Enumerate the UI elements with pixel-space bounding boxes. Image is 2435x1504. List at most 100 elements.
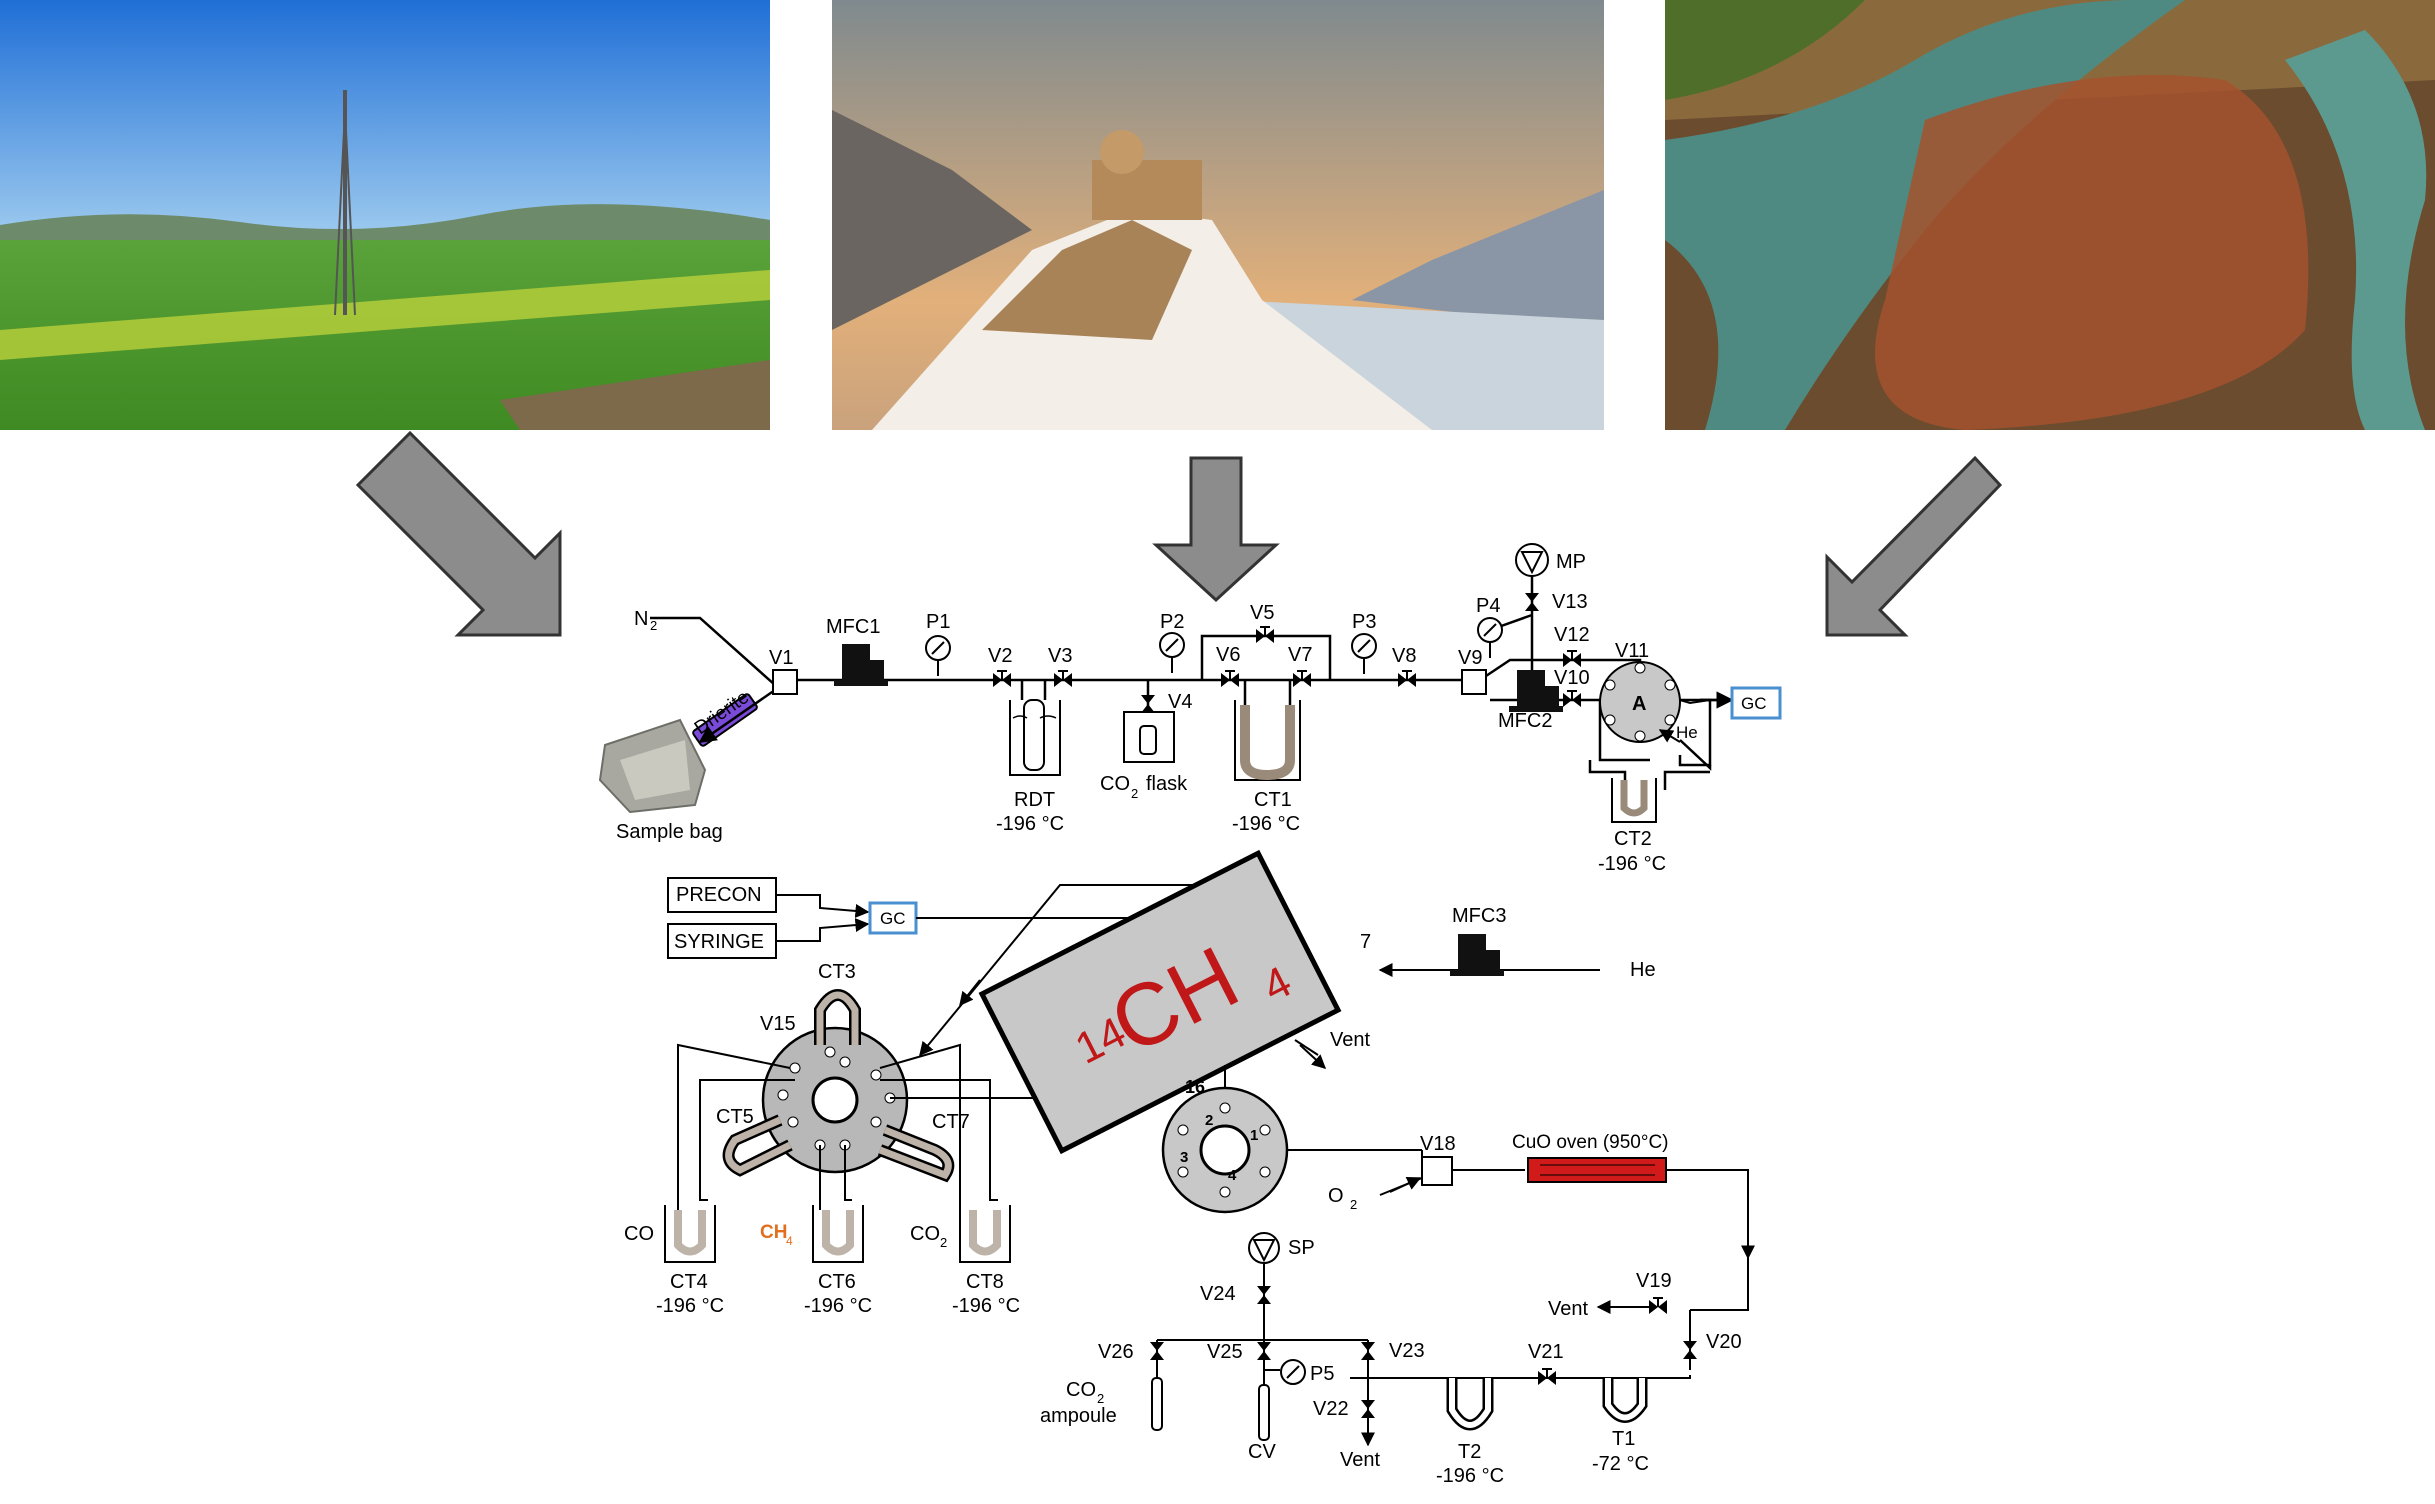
label-co2-flask: flask	[1146, 773, 1188, 795]
arrow-left	[355, 430, 562, 637]
valve-v18[interactable]	[1421, 1156, 1453, 1186]
label-ct3: CT3	[818, 961, 856, 983]
valve-a[interactable]	[1599, 661, 1681, 743]
label-ct8: CT8	[966, 1271, 1004, 1293]
valve-v9[interactable]	[1461, 669, 1487, 695]
label-mfc3: MFC3	[1452, 905, 1506, 927]
label-ct5: CT5	[716, 1106, 754, 1128]
valve-v7	[1292, 670, 1312, 688]
label-rdt: RDT	[1014, 789, 1055, 811]
label-o2-sub: 2	[1350, 1197, 1357, 1212]
label-p2: P2	[1160, 611, 1184, 633]
label-valve-a: A	[1632, 693, 1646, 715]
label-co2-ampoule: CO	[1066, 1379, 1096, 1401]
label-cv: CV	[1248, 1441, 1276, 1463]
ct8-trap	[959, 1205, 1011, 1263]
cv-tube	[1258, 1384, 1270, 1441]
label-port2: 2	[1205, 1112, 1213, 1129]
label-v5: V5	[1250, 602, 1274, 624]
label-v22: V22	[1313, 1398, 1349, 1420]
label-co2-sub: 2	[940, 1235, 947, 1250]
label-t1: T1	[1612, 1428, 1635, 1450]
label-v3: V3	[1048, 645, 1072, 667]
gauge-p3	[1351, 633, 1377, 675]
label-v15: V15	[760, 1013, 796, 1035]
valve-v24-icon	[1257, 1286, 1271, 1304]
label-p3: P3	[1352, 611, 1376, 633]
label-ct2-temp: -196 °C	[1598, 853, 1666, 875]
label-n2-sub: 2	[650, 618, 657, 633]
valve-v8	[1397, 670, 1417, 688]
label-v9: V9	[1458, 647, 1482, 669]
label-ct2: CT2	[1614, 828, 1652, 850]
arrows	[355, 430, 2003, 637]
valve-v1[interactable]	[772, 669, 798, 695]
label-v6: V6	[1216, 644, 1240, 666]
label-ct1: CT1	[1254, 789, 1292, 811]
valve-v13	[1525, 593, 1539, 611]
gauge-p2	[1159, 632, 1185, 674]
gauge-p1	[925, 635, 951, 677]
label-cuo-oven: CuO oven (950°C)	[1512, 1132, 1669, 1153]
label-p4: P4	[1476, 595, 1500, 617]
label-v24: V24	[1200, 1283, 1236, 1305]
label-v16-fragment: 16	[1185, 1077, 1205, 1097]
sample-bag	[598, 718, 707, 814]
label-vent-v22: Vent	[1340, 1449, 1380, 1471]
photo-river-city	[1665, 0, 2435, 430]
label-he-top: He	[1676, 723, 1698, 742]
label-co2-flask-sub: 2	[1131, 786, 1138, 801]
label-v26: V26	[1098, 1341, 1134, 1363]
label-ct8-temp: -196 °C	[952, 1295, 1020, 1317]
label-v4: V4	[1168, 691, 1192, 713]
valve-v16[interactable]	[1161, 1086, 1289, 1214]
label-ct6: CT6	[818, 1271, 856, 1293]
label-t2: T2	[1458, 1441, 1481, 1463]
label-ch4: CH	[760, 1222, 787, 1243]
label-n2: N	[634, 608, 648, 630]
mfc3-icon	[1450, 934, 1504, 976]
photo-tower-landscape	[0, 0, 770, 430]
label-ct1-temp: -196 °C	[1232, 813, 1300, 835]
valve-v3	[1053, 670, 1073, 688]
label-gc-top: GC	[1741, 694, 1767, 713]
valve-v2	[992, 670, 1012, 688]
label-v25: V25	[1207, 1341, 1243, 1363]
photo-alpine-observatory	[832, 0, 1604, 430]
valve-v23-icon	[1361, 1342, 1375, 1360]
label-mfc1: MFC1	[826, 616, 880, 638]
valve-v19-icon	[1648, 1297, 1668, 1315]
label-ct4: CT4	[670, 1271, 708, 1293]
label-ct7: CT7	[932, 1111, 970, 1133]
label-vent-banner: Vent	[1330, 1029, 1370, 1051]
valve-v22-icon	[1361, 1400, 1375, 1418]
label-mfc2: MFC2	[1498, 710, 1552, 732]
valve-v10	[1562, 690, 1582, 708]
label-sp: SP	[1288, 1237, 1315, 1259]
label-v18: V18	[1420, 1133, 1456, 1155]
label-co: CO	[624, 1223, 654, 1245]
valve-v21-icon	[1537, 1368, 1557, 1386]
gc-box-bottom[interactable]	[868, 901, 918, 935]
label-v13: V13	[1552, 591, 1588, 613]
cuo-oven	[1527, 1157, 1667, 1183]
valve-v5	[1255, 626, 1275, 644]
label-sample-bag: Sample bag	[616, 821, 723, 843]
label-v21: V21	[1528, 1341, 1564, 1363]
label-co2: CO	[910, 1223, 940, 1245]
label-v12: V12	[1554, 624, 1590, 646]
ct2-trap	[1611, 778, 1657, 823]
valve-v6	[1220, 670, 1240, 688]
label-ct6-temp: -196 °C	[804, 1295, 872, 1317]
label-precon: PRECON	[676, 884, 762, 906]
ct4-trap	[664, 1205, 716, 1263]
valve-v15[interactable]	[761, 1026, 909, 1174]
label-v10: V10	[1554, 667, 1590, 689]
gc-box-top[interactable]	[1730, 686, 1782, 720]
label-syringe: SYRINGE	[674, 931, 764, 953]
label-v20: V20	[1706, 1331, 1742, 1353]
label-ct4-temp: -196 °C	[656, 1295, 724, 1317]
valve-v12	[1562, 650, 1582, 668]
label-t2-temp: -196 °C	[1436, 1465, 1504, 1487]
label-ch4-sub: 4	[786, 1234, 793, 1248]
